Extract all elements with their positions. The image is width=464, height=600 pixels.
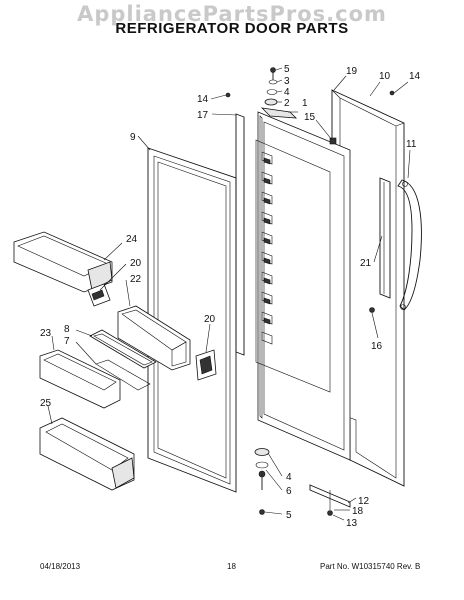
callout-label: 22 <box>130 274 142 285</box>
callout-label: 17 <box>197 110 209 121</box>
diagram-title: REFRIGERATOR DOOR PARTS <box>115 20 349 37</box>
liner-shelf-ribs <box>261 151 273 345</box>
callout-label: 5 <box>284 64 290 75</box>
bottom-trim <box>309 484 351 508</box>
callout-label: 1 <box>302 98 308 109</box>
callout-label: 21 <box>360 258 372 269</box>
callout-label: 13 <box>346 518 358 529</box>
callout-label: 20 <box>204 314 216 325</box>
footer-page-number: 18 <box>227 562 236 571</box>
callout-label: 5 <box>286 510 292 521</box>
callout-label: 23 <box>40 328 52 339</box>
door-shelf-23 <box>39 349 121 409</box>
bin-bracket-right <box>195 349 217 381</box>
callout-label: 4 <box>284 87 290 98</box>
callout-label: 2 <box>284 98 290 109</box>
footer-part-number: Part No. W10315740 Rev. B <box>320 562 421 571</box>
leader-lines <box>47 67 411 521</box>
dairy-door <box>89 329 157 391</box>
door-handle <box>397 179 422 311</box>
callout-label: 7 <box>64 336 70 347</box>
callout-label: 25 <box>40 398 52 409</box>
callout-label: 19 <box>346 66 358 77</box>
callout-label: 14 <box>197 94 209 105</box>
door-gasket <box>147 147 237 493</box>
watermark-text: AppliancePartsPros.com <box>77 2 387 26</box>
callout-label: 3 <box>284 76 290 87</box>
callout-label: 24 <box>126 234 138 245</box>
callout-label: 15 <box>304 112 316 123</box>
callout-label: 18 <box>352 506 364 517</box>
callout-label: 8 <box>64 324 70 335</box>
door-bin-24 <box>13 231 113 293</box>
handle-trim-strip <box>379 177 391 299</box>
dairy-compartment <box>117 305 191 371</box>
bin-bracket-left <box>87 283 111 307</box>
callout-label: 12 <box>358 496 370 507</box>
callout-label: 4 <box>286 472 292 483</box>
door-bin-25 <box>39 417 135 491</box>
bottom-hinge-parts <box>254 448 333 516</box>
callout-label: 14 <box>409 71 421 82</box>
side-screw <box>369 307 375 313</box>
callout-label: 16 <box>371 341 383 352</box>
callout-labels: 5 3 4 2 1 19 10 14 14 17 15 9 11 24 20 2… <box>40 64 421 529</box>
callout-label: 9 <box>130 132 136 143</box>
door-liner <box>255 107 351 461</box>
callout-label: 20 <box>130 258 142 269</box>
side-trim-strip <box>235 113 245 356</box>
callout-label: 6 <box>286 486 292 497</box>
footer-date: 04/18/2013 <box>40 562 81 571</box>
callout-label: 11 <box>406 139 417 150</box>
top-hinge-parts <box>225 67 395 145</box>
callout-label: 10 <box>379 71 391 82</box>
